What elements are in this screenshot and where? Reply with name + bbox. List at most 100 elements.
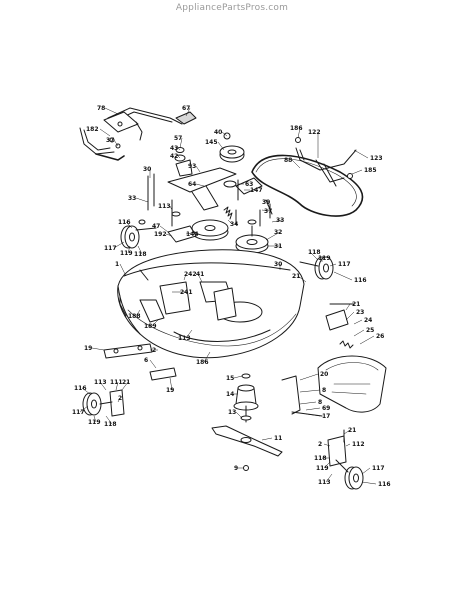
leader-line (353, 319, 363, 325)
leader-line (235, 411, 243, 419)
callout-40: 40 (214, 129, 222, 136)
callout-13: 13 (228, 409, 236, 416)
callout-33: 33 (128, 195, 136, 202)
callout-112: 112 (352, 441, 365, 448)
callout-33-b: 33 (276, 217, 284, 224)
callout-118-c: 118 (104, 421, 117, 428)
leader-line (93, 415, 97, 423)
blade-spindle-assembly (233, 373, 259, 423)
leader-line (119, 263, 127, 277)
leader-line (104, 107, 119, 115)
gauge-wheel-lower-left (82, 389, 125, 417)
leader-line (345, 311, 355, 321)
idler-arm-spring (223, 199, 273, 220)
callout-11: 11 (274, 435, 282, 442)
leader-line (99, 128, 111, 137)
right-spindle-pulley (235, 219, 269, 254)
leader-line (323, 443, 331, 447)
leader-line (135, 197, 149, 203)
callout-39: 39 (262, 199, 270, 206)
leader-line (79, 405, 89, 413)
callout-242: 242 (184, 271, 197, 278)
callout-23: 23 (356, 309, 364, 316)
leader-line (345, 303, 351, 311)
mower-blade (211, 425, 283, 457)
callout-116-b: 116 (354, 277, 367, 284)
leader-line (271, 219, 283, 223)
callout-31: 31 (274, 243, 282, 250)
leader-line (297, 127, 301, 139)
callout-192: 192 (154, 231, 167, 238)
callout-1: 1 (115, 261, 119, 268)
callout-147: 147 (250, 187, 263, 194)
leader-line (359, 335, 375, 345)
callout-117: 117 (104, 245, 117, 252)
center-pulley (191, 219, 229, 241)
callout-21-b: 21 (352, 301, 360, 308)
callout-8-b: 8 (318, 399, 322, 406)
leader-line (343, 429, 351, 435)
callout-21-d: 21 (348, 427, 356, 434)
leader-line (265, 231, 281, 241)
callout-116-c: 116 (74, 385, 87, 392)
callout-20: 20 (320, 371, 328, 378)
leader-line (233, 375, 243, 379)
callout-17: 17 (322, 413, 330, 420)
callout-93: 93 (188, 163, 196, 170)
gauge-wheel-upper-left (120, 219, 157, 249)
leader-line (91, 347, 105, 351)
callout-64: 64 (188, 181, 196, 188)
callout-116: 116 (118, 219, 131, 226)
callout-19: 19 (84, 345, 92, 352)
leader-line (185, 107, 191, 117)
leader-line (217, 141, 225, 151)
leader-line (159, 225, 169, 233)
callout-186-b: 186 (196, 359, 209, 366)
callout-42: 42 (170, 153, 178, 160)
callout-145: 145 (205, 139, 218, 146)
leader-line (361, 481, 377, 485)
callout-117-b: 117 (338, 261, 351, 268)
leader-line (169, 205, 173, 211)
leader-line (185, 329, 193, 339)
leader-line (333, 271, 353, 281)
callout-21-c: 21 (122, 379, 130, 386)
leader-line (351, 169, 363, 175)
callout-2-b: 2 (118, 395, 122, 402)
gauge-wheel-upper-right (299, 256, 334, 280)
leader-line (149, 359, 157, 369)
callout-185: 185 (364, 167, 377, 174)
deck-hanger-arm-left (103, 343, 177, 381)
leader-line (197, 273, 203, 283)
leader-line (329, 263, 337, 267)
leader-line (299, 373, 319, 381)
site-watermark: AppliancePartsPros.com (175, 3, 289, 13)
leader-line (113, 241, 125, 249)
callout-43: 43 (170, 145, 178, 152)
leader-line (195, 183, 205, 187)
callout-188: 188 (128, 313, 141, 320)
callout-111: 111 (110, 379, 123, 386)
leader-line (177, 155, 181, 159)
leader-line (299, 389, 321, 393)
callout-113-b: 113 (178, 335, 191, 342)
callout-117-d: 117 (372, 465, 385, 472)
callout-47: 47 (152, 223, 160, 230)
callout-113: 113 (158, 203, 171, 210)
callout-24: 24 (364, 317, 372, 324)
callout-63: 63 (245, 181, 253, 188)
leader-line (305, 407, 321, 411)
mower-deck-housing (117, 249, 305, 359)
handle-knob (175, 111, 197, 125)
callout-41: 41 (196, 271, 204, 278)
drive-belt (251, 154, 364, 217)
leader-line (323, 461, 331, 469)
leader-line (179, 137, 183, 149)
leader-line (203, 351, 211, 363)
callout-21: 21 (292, 273, 300, 280)
leader-line (125, 221, 133, 229)
callout-15: 15 (226, 375, 234, 382)
leader-line (361, 467, 371, 475)
